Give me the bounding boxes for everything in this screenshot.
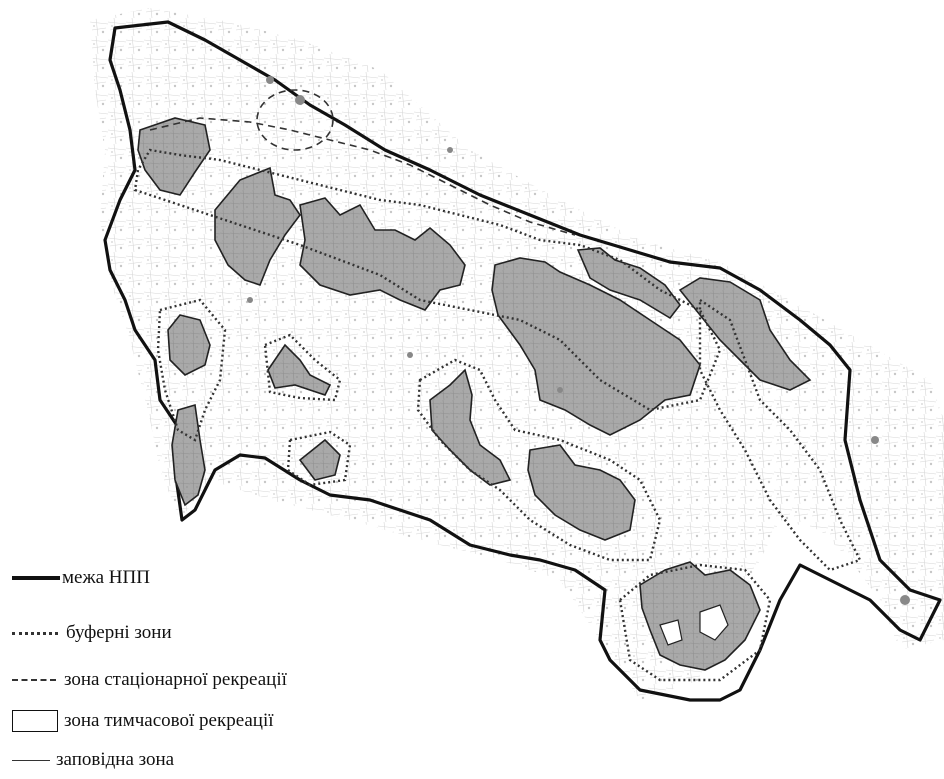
thin-line-icon: [12, 759, 50, 761]
dotted-line-icon: [12, 631, 58, 635]
legend-label: зона стаціонарної рекреації: [64, 669, 287, 690]
zone-northeast: [576, 247, 682, 320]
legend-label: межа НПП: [62, 567, 150, 588]
legend-item-temporary-recreation: зона тимчасової рекреації: [12, 710, 274, 732]
legend-item-reserve-zone: заповідна зона: [12, 749, 174, 771]
legend-item-buffer-zones: буферні зони: [12, 622, 172, 644]
legend-label: заповідна зона: [56, 749, 175, 770]
zone-central: [299, 197, 466, 311]
dashed-line-icon: [12, 679, 56, 681]
zone-north-central: [214, 166, 301, 286]
park-boundary: [103, 20, 942, 702]
thick-line-icon: [12, 576, 60, 580]
surrounding-terrain: [90, 8, 944, 700]
legend-label: буферні зони: [66, 622, 172, 643]
legend-item-park-boundary: межа НПП: [12, 567, 150, 589]
legend-item-stationary-recreation: зона стаціонарної рекреації: [12, 669, 287, 691]
legend-label: зона тимчасової рекреації: [64, 710, 274, 731]
zone-south-strip: [171, 403, 206, 507]
stationary-recreation-zone: [149, 89, 576, 236]
buffer-zones: [133, 148, 862, 682]
outlined-box-icon: [12, 710, 58, 732]
zone-south-small: [298, 438, 341, 481]
zone-northwest: [137, 117, 211, 196]
zone-southeast: [527, 444, 636, 541]
zone-west-small: [167, 314, 211, 376]
zone-thin-strip: [267, 343, 332, 396]
zone-far-east: [678, 277, 812, 391]
settlement-marks: [247, 76, 910, 605]
zone-enclaves: [659, 604, 729, 646]
zone-east: [491, 257, 701, 436]
